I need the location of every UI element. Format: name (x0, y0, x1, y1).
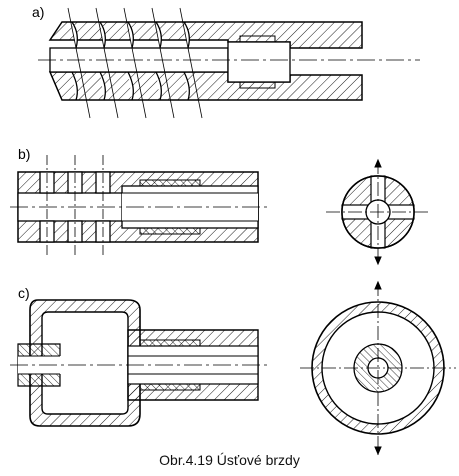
view-a-lower-wall (48, 71, 363, 101)
view-c-chamber-cavity (41, 311, 129, 415)
label-c: c) (18, 285, 30, 301)
view-a-barrel-socket (227, 41, 291, 83)
view-c-cross-section (300, 280, 456, 456)
figure-caption: Obr.4.19 Úsťové brzdy (159, 452, 300, 468)
view-c-longitudinal-section (10, 299, 270, 427)
view-b-longitudinal-section (10, 155, 270, 258)
view-a-longitudinal-section (38, 7, 420, 119)
view-a-upper-wall (48, 21, 363, 49)
view-a-spiral-vents (67, 7, 203, 119)
view-b-vent-holes (39, 155, 111, 258)
view-b-cross-section (326, 158, 430, 266)
label-b: b) (18, 146, 31, 162)
label-a: a) (32, 4, 45, 20)
